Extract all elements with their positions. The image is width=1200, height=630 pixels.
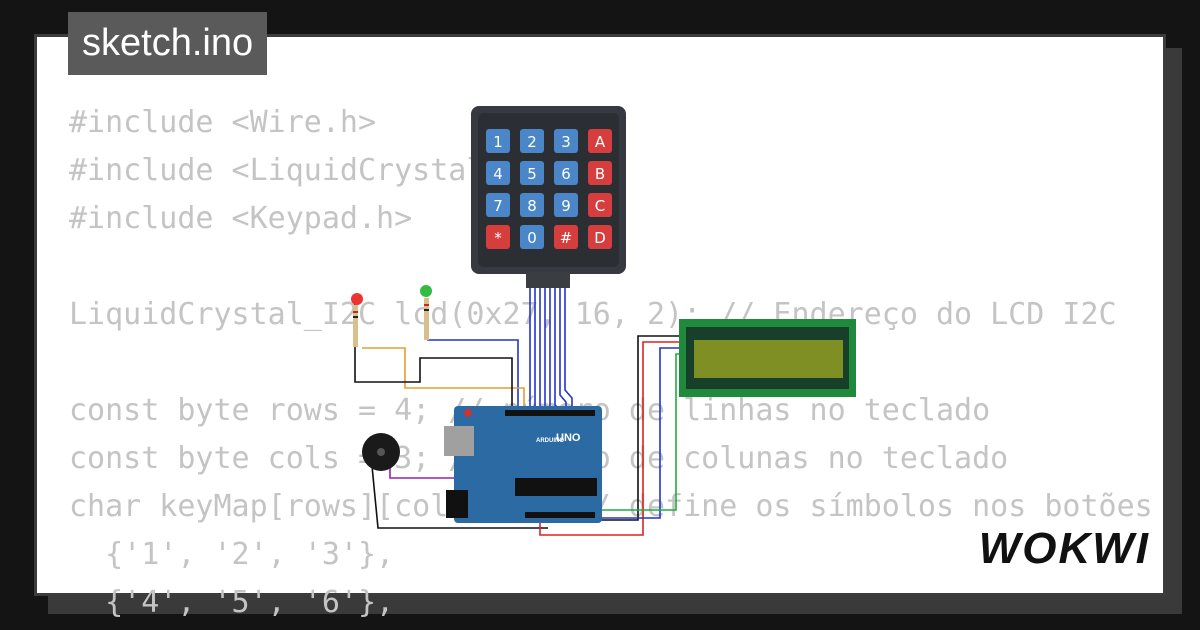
keypad-key bbox=[520, 225, 544, 249]
keypad-key-label: 0 bbox=[527, 229, 537, 247]
keypad-connector bbox=[526, 272, 570, 288]
wokwi-logo: WOKWI bbox=[978, 524, 1150, 573]
code-line: const byte rows = 4; // número de linhas… bbox=[69, 393, 991, 428]
keypad-key-label: # bbox=[560, 229, 573, 247]
microcontroller-chip bbox=[515, 478, 597, 496]
keypad-key-label: 2 bbox=[527, 133, 537, 151]
arduino-uno: ARDUINO UNO bbox=[444, 406, 602, 523]
arduino-board bbox=[454, 406, 602, 523]
keypad-key bbox=[554, 129, 578, 153]
keypad-key-label: 7 bbox=[493, 197, 503, 215]
keypad-key bbox=[486, 161, 510, 185]
keypad-key-label: 3 bbox=[561, 133, 571, 151]
keypad-key-label: C bbox=[595, 197, 605, 215]
keypad-key bbox=[486, 225, 510, 249]
power-jack bbox=[446, 490, 468, 518]
keypad-key-label: 6 bbox=[561, 165, 571, 183]
keypad-key bbox=[520, 193, 544, 217]
analog-header bbox=[525, 512, 595, 518]
code-line: {'4', '5', '6'}, bbox=[69, 585, 395, 620]
led-red bbox=[351, 293, 363, 347]
digital-header bbox=[505, 410, 595, 416]
keypad-key-label: A bbox=[595, 133, 606, 151]
code-line: #include <Wire.h> bbox=[69, 105, 377, 140]
keypad-key bbox=[588, 225, 612, 249]
keypad-key-label: 9 bbox=[561, 197, 571, 215]
keypad-key-label: 5 bbox=[527, 165, 537, 183]
keypad-key-label: D bbox=[594, 229, 606, 247]
keypad-key bbox=[486, 129, 510, 153]
keypad-key bbox=[520, 161, 544, 185]
keypad-key-label: * bbox=[494, 229, 502, 247]
keypad-key bbox=[520, 129, 544, 153]
buzzer bbox=[362, 433, 400, 471]
code-line: #include <Keypad.h> bbox=[69, 201, 413, 236]
led-green bbox=[420, 285, 432, 340]
keypad-key bbox=[554, 193, 578, 217]
usb-port bbox=[444, 426, 474, 456]
keypad-key bbox=[554, 225, 578, 249]
lcd-screen bbox=[694, 340, 843, 378]
arduino-brand-label: ARDUINO bbox=[536, 438, 564, 444]
keypad-key-label: 1 bbox=[493, 133, 503, 151]
keypad-key bbox=[588, 129, 612, 153]
lcd-display bbox=[679, 319, 856, 397]
reset-button bbox=[464, 409, 472, 417]
keypad-key bbox=[554, 161, 578, 185]
keypad-key-label: 4 bbox=[493, 165, 503, 183]
keypad-key bbox=[588, 193, 612, 217]
project-filename: sketch.ino bbox=[68, 12, 268, 75]
keypad-key bbox=[486, 193, 510, 217]
code-line: {'1', '2', '3'}, bbox=[69, 537, 395, 572]
keypad-key-label: B bbox=[595, 165, 605, 183]
keypad-key bbox=[588, 161, 612, 185]
keypad-key-label: 8 bbox=[527, 197, 537, 215]
keypad: 1 2 3 A 4 5 6 B 7 8 9 C * 0 # D bbox=[471, 106, 626, 288]
arduino-model-label: UNO bbox=[556, 432, 581, 444]
